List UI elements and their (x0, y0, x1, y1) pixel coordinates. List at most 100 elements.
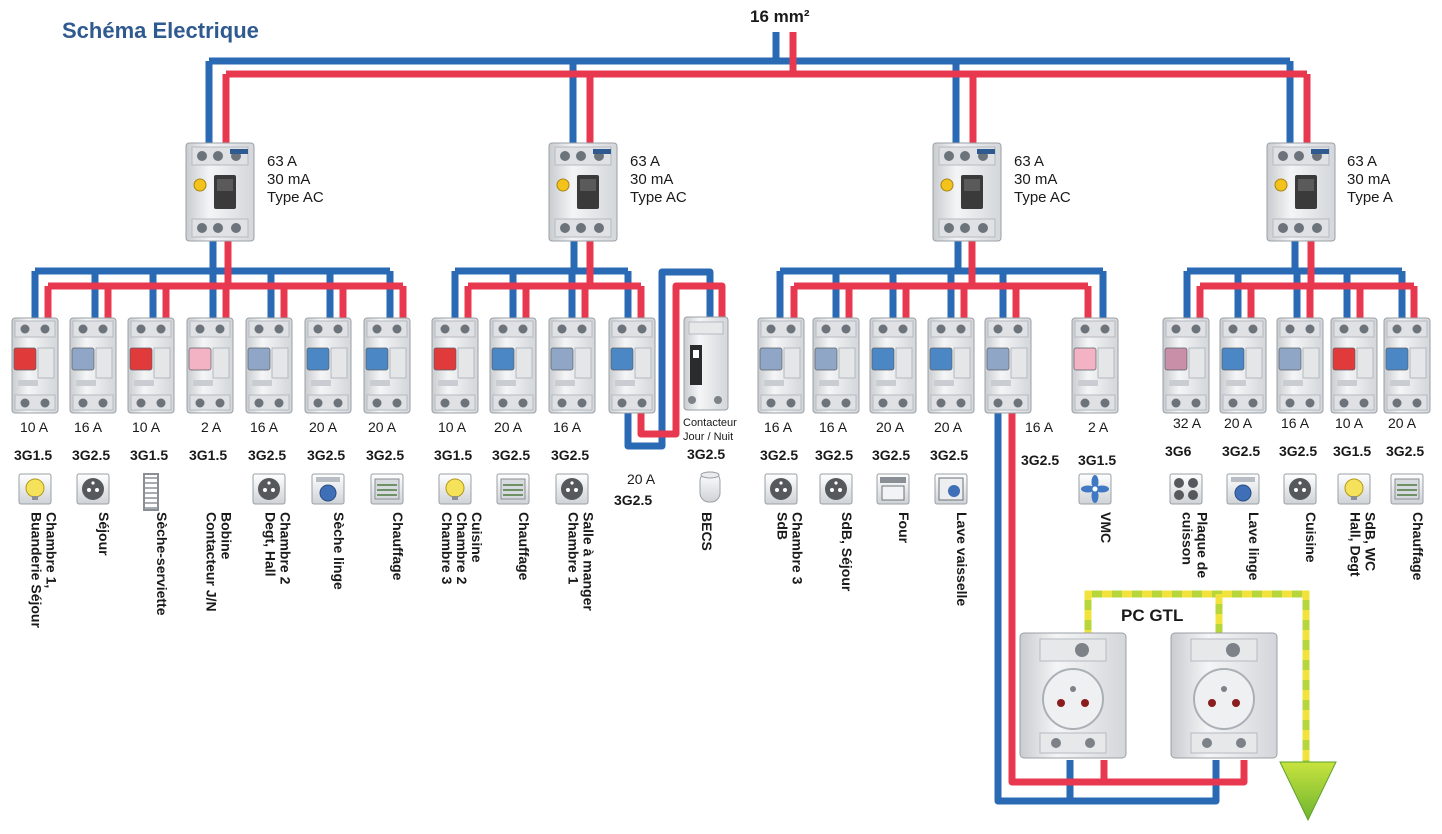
breaker-1-cable: 3G1.5 (14, 447, 52, 463)
breaker-5-circuit-line-1: Chambre 2 (278, 512, 294, 585)
breaker-20-circuit-line-1: Cuisine (1303, 512, 1319, 563)
breaker-17-rating: 2 A (1088, 419, 1109, 435)
breaker-8-rating: 10 A (438, 419, 467, 435)
hob-icon (1169, 473, 1203, 505)
page-title: Schéma Electrique (62, 18, 259, 43)
breaker-4-circuit-line-1: Bobine (219, 512, 235, 560)
breaker-12-cable: 3G2.5 (760, 447, 798, 463)
breaker-20 (1276, 317, 1324, 414)
socket-icon (252, 473, 286, 505)
breaker-14-circuit-line-1: Four (896, 512, 912, 544)
breaker-22-rating: 20 A (1388, 415, 1417, 431)
breaker-17 (1071, 317, 1119, 414)
washer-icon (1226, 473, 1260, 505)
contactor-room-label: BECS (699, 512, 715, 551)
breaker-15-circuit-line-1: Lave vaisselle (954, 512, 970, 606)
socket-icon (555, 473, 589, 505)
breaker-21 (1330, 317, 1378, 414)
rcd-device-4 (1266, 142, 1336, 242)
breaker-6 (304, 317, 352, 414)
breaker-1-circuit-line-1: Chambre 1, (44, 512, 60, 588)
rcd-group (185, 142, 1336, 242)
breaker-16 (984, 317, 1032, 414)
rcd-4-rating: 63 A (1347, 153, 1377, 170)
rcd-1-type: Type AC (267, 189, 324, 206)
breaker-5-cable: 3G2.5 (248, 447, 286, 463)
oven-icon (876, 473, 910, 505)
breaker-11-rating: 20 A (627, 471, 656, 487)
breaker-3-cable: 3G1.5 (130, 447, 168, 463)
breaker-2-cable: 3G2.5 (72, 447, 110, 463)
breaker-4-cable: 3G1.5 (189, 447, 227, 463)
breaker-20-cable: 3G2.5 (1279, 443, 1317, 459)
breaker-4 (186, 317, 234, 414)
rcd-1-rating: 63 A (267, 153, 297, 170)
breaker-8-circuit-line-3: Chambre 3 (439, 512, 455, 585)
breaker-2-rating: 16 A (74, 419, 103, 435)
breaker-20-rating: 16 A (1281, 415, 1310, 431)
contactor-jour-nuit (683, 316, 729, 411)
breaker-22-cable: 3G2.5 (1386, 443, 1424, 459)
breaker-10-cable: 3G2.5 (551, 447, 589, 463)
breaker-15-rating: 20 A (934, 419, 963, 435)
rcd-4-type: Type A (1347, 189, 1393, 206)
breaker-2-circuit-line-1: Séjour (96, 512, 112, 556)
breaker-2 (69, 317, 117, 414)
rcd-2-type: Type AC (630, 189, 687, 206)
contactor-cable: 3G2.5 (687, 446, 725, 462)
breaker-1-circuit-line-2: Buanderie Séjour (29, 512, 45, 628)
breaker-11 (608, 317, 656, 414)
breaker-17-circuit-line-1: VMC (1098, 512, 1114, 543)
rcd-2-rating: 63 A (630, 153, 660, 170)
rcd-device-2 (548, 142, 618, 242)
breaker-12-rating: 16 A (764, 419, 793, 435)
breaker-12-circuit-line-2: SdB (775, 512, 791, 540)
rcd-3-rating: 63 A (1014, 153, 1044, 170)
breaker-8-cable: 3G1.5 (434, 447, 472, 463)
breaker-13-cable: 3G2.5 (815, 447, 853, 463)
breaker-15 (927, 317, 975, 414)
rcd-2-sensitivity: 30 mA (630, 171, 673, 188)
breaker-21-circuit-line-2: Hall, Degt (1348, 512, 1364, 577)
breaker-6-cable: 3G2.5 (307, 447, 345, 463)
breaker-22-circuit-line-1: Chauffage (1410, 512, 1426, 581)
breaker-18-circuit-line-2: cuisson (1180, 512, 1196, 565)
rcd-device-3 (932, 142, 1002, 242)
rcd-1-sensitivity: 30 mA (267, 171, 310, 188)
breaker-7-cable: 3G2.5 (366, 447, 404, 463)
socket-icon (76, 473, 110, 505)
breaker-8-circuit-line-2: Chambre 2 (454, 512, 470, 585)
breaker-9-rating: 20 A (494, 419, 523, 435)
breaker-1-rating: 10 A (20, 419, 49, 435)
breaker-9-circuit-line-1: Chauffage (516, 512, 532, 581)
breaker-6-rating: 20 A (309, 419, 338, 435)
breaker-11-cable: 3G2.5 (614, 492, 652, 508)
towel-rail-icon (143, 473, 159, 511)
breaker-9-cable: 3G2.5 (492, 447, 530, 463)
gtl-label: PC GTL (1121, 606, 1183, 625)
breaker-3 (127, 317, 175, 414)
breaker-5-rating: 16 A (250, 419, 279, 435)
breaker-7-rating: 20 A (368, 419, 397, 435)
breaker-14 (869, 317, 917, 414)
breaker-4-circuit-line-2: Contacteur J/N (204, 512, 220, 612)
gtl-outlet-1 (1019, 632, 1127, 759)
breaker-12 (757, 317, 805, 414)
breaker-21-circuit-line-1: SdB, WC (1363, 512, 1379, 571)
dryer-icon (311, 473, 345, 505)
gtl-outlet-2 (1170, 632, 1278, 759)
breaker-19-rating: 20 A (1224, 415, 1253, 431)
rcd-4-sensitivity: 30 mA (1347, 171, 1390, 188)
water-heater-icon (699, 471, 721, 503)
breaker-10 (548, 317, 596, 414)
dishwasher-icon (934, 473, 968, 505)
rcd-3-type: Type AC (1014, 189, 1071, 206)
breaker-15-cable: 3G2.5 (930, 447, 968, 463)
main-bus (205, 32, 1311, 160)
breaker-10-rating: 16 A (553, 419, 582, 435)
light-icon (18, 473, 52, 505)
breaker-1 (11, 317, 59, 414)
contactor-label-1: Contacteur (683, 417, 737, 429)
breaker-10-circuit-line-2: Chambre 1 (566, 512, 582, 585)
